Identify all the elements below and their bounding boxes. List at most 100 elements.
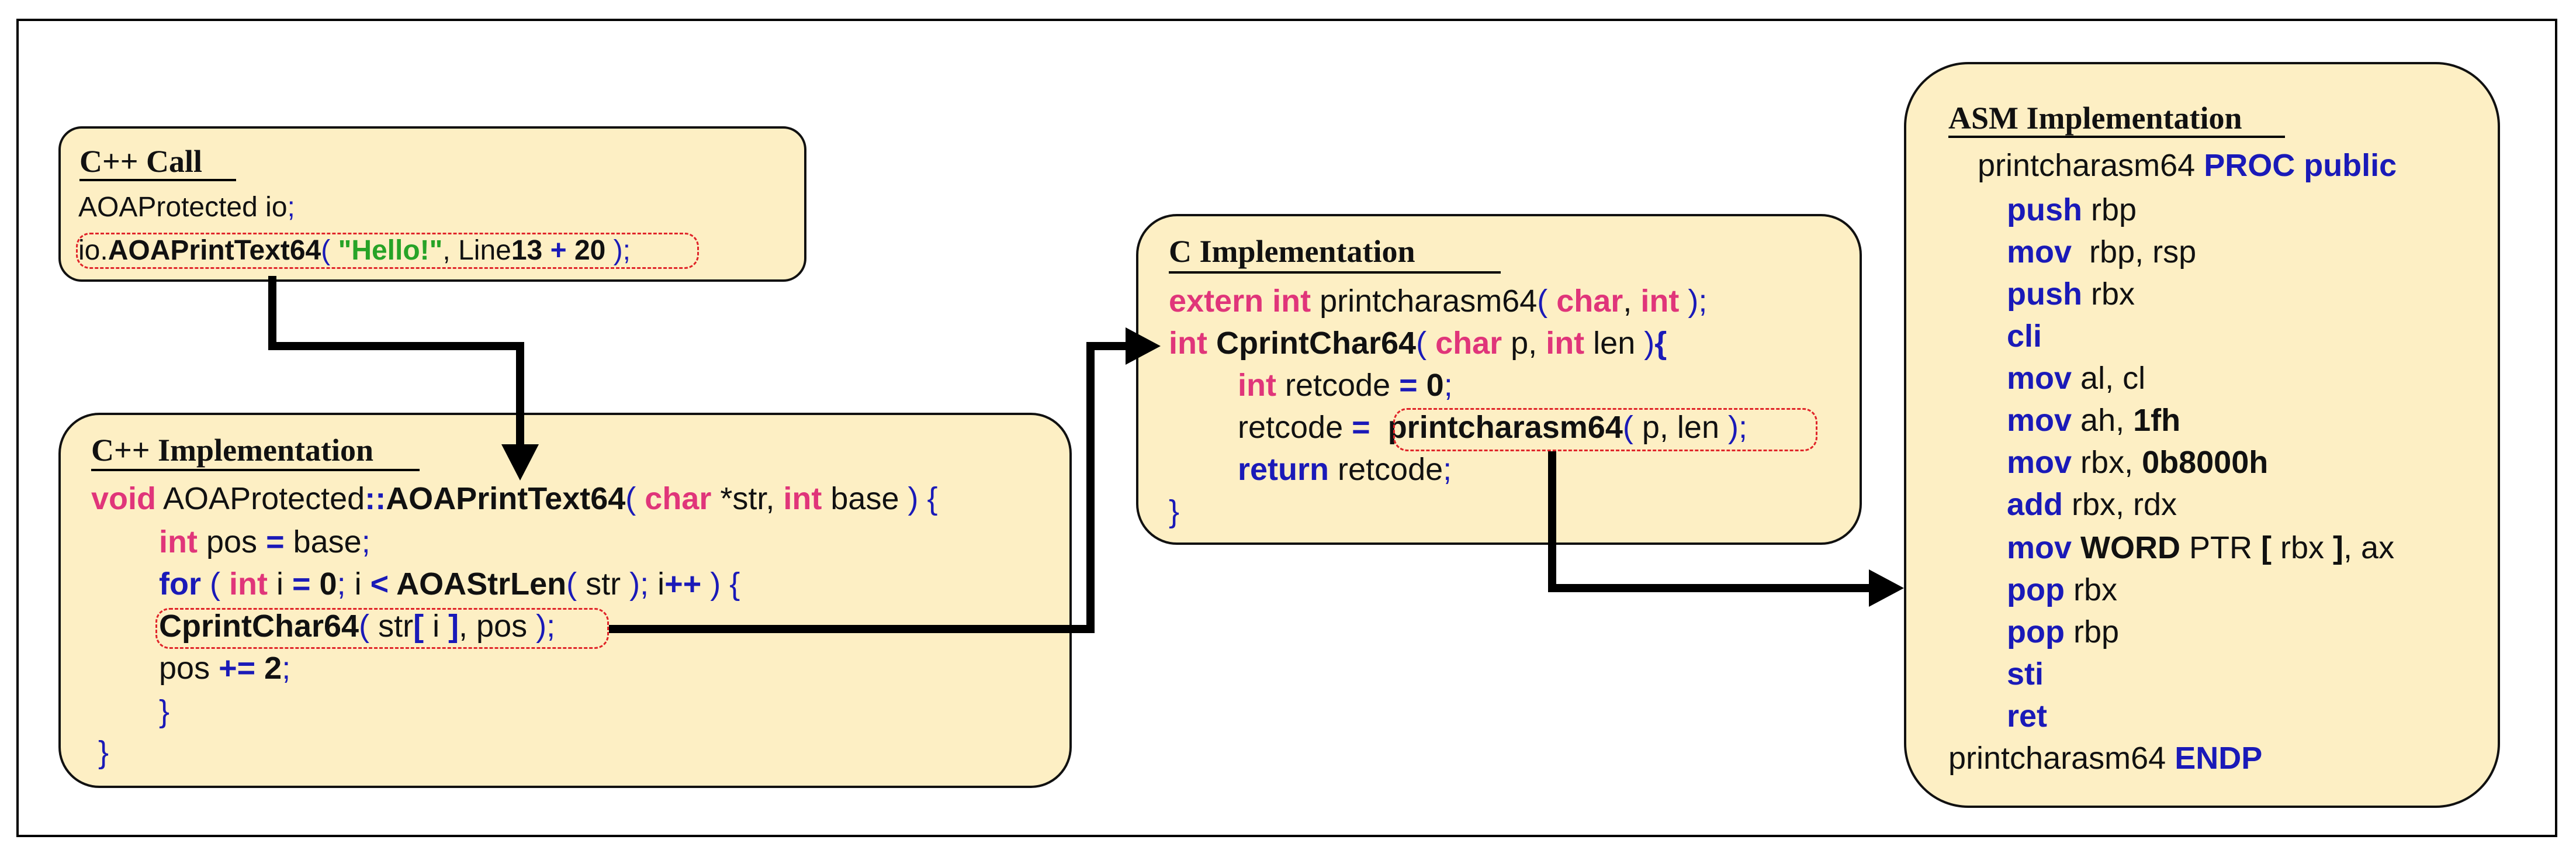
code-token: ; (287, 192, 295, 223)
asm-impl-title: ASM Implementation (1948, 101, 2242, 136)
code-token: CprintChar64 (159, 609, 359, 644)
code-token: < (370, 566, 389, 602)
cprintchar-call-highlight (155, 608, 609, 649)
code-token: rbx (2064, 572, 2117, 607)
cpp-call-title: C++ Call (79, 144, 203, 179)
cpp-impl-line: void AOAProtected::AOAPrintText64( char … (91, 481, 938, 517)
code-token: 0b8000h (2142, 445, 2269, 480)
asm-impl-line: push rbx (2007, 276, 2135, 312)
code-token: ; (337, 566, 346, 602)
code-token: ret (2007, 699, 2048, 734)
code-token: printcharasm64 (1978, 148, 2204, 183)
c-impl-line: extern int printcharasm64( char, int ); (1169, 283, 1707, 319)
code-token: } (159, 694, 170, 729)
code-token: AOAStrLen (389, 566, 567, 602)
code-token: int (783, 481, 822, 516)
code-token: AOAProtected io (78, 192, 288, 223)
code-token: str (586, 566, 630, 602)
code-token: "Hello!" (338, 235, 443, 266)
code-token: PROC public (2204, 148, 2397, 183)
code-token: ( (200, 566, 229, 602)
code-token: PTR (2180, 530, 2262, 565)
code-token: char (1556, 284, 1623, 319)
code-token: i (267, 566, 292, 602)
code-token: rbx (2082, 277, 2135, 312)
code-token: push (2007, 192, 2082, 227)
code-token: = (266, 524, 285, 559)
code-token: mov (2007, 530, 2072, 565)
code-token: int (1169, 326, 1207, 361)
code-token: 13 (511, 235, 543, 266)
code-token: ++ (664, 566, 702, 602)
code-token: { (1654, 326, 1667, 361)
asm-impl-line: printcharasm64 ENDP (1948, 740, 2262, 776)
cpp-impl-box (58, 413, 1072, 788)
code-token: i (432, 609, 449, 644)
cpp-impl-line: pos += 2; (159, 650, 290, 686)
code-token: rbx, rdx (2063, 487, 2177, 522)
code-token: int (1238, 368, 1276, 403)
code-token: rbp (2064, 614, 2120, 649)
code-token: return (1238, 452, 1329, 487)
asm-impl-line: mov al, cl (2007, 360, 2145, 396)
code-token: ); (605, 235, 631, 266)
code-token: , ax (2343, 530, 2395, 565)
code-token: printcharasm64 (1948, 741, 2175, 776)
code-token: ( (625, 481, 645, 516)
code-token: sti (2007, 656, 2044, 692)
code-token: ; (282, 651, 291, 686)
arrow-cpp-impl-to-c-impl (609, 327, 1161, 633)
code-token: rbp (2082, 192, 2137, 227)
code-token: int (1546, 326, 1585, 361)
code-token: pop (2007, 614, 2065, 649)
code-token: = (1352, 410, 1370, 445)
c-impl-line: return retcode; (1238, 451, 1452, 488)
asm-impl-line: mov rbp, rsp (2007, 234, 2196, 270)
code-token: ); (629, 566, 649, 602)
code-token: , Line (442, 235, 511, 266)
code-token: :: (365, 481, 386, 516)
asm-impl-line: mov ah, 1fh (2007, 402, 2180, 438)
code-token: ( (566, 566, 586, 602)
code-token: AOAPrintText64 (386, 481, 626, 516)
hello-call-highlight (76, 233, 699, 269)
code-token: mov (2007, 445, 2072, 480)
code-token: int (1640, 284, 1680, 319)
code-token: i (649, 566, 665, 602)
code-token: AOAProtected (156, 481, 365, 516)
code-token: str (378, 609, 414, 644)
code-token: ENDP (2175, 741, 2263, 776)
code-token: retcode (1238, 410, 1352, 445)
code-token: ( (1622, 410, 1642, 445)
asm-impl-box (1904, 62, 2500, 808)
cpp-impl-line: for ( int i = 0; i < AOAStrLen( str ); i… (159, 566, 740, 602)
code-token: ) { (908, 481, 938, 516)
code-token: 0 (1417, 368, 1444, 403)
code-token: rbx (2272, 530, 2333, 565)
code-token: ] (2333, 530, 2344, 565)
code-token: p, len (1642, 410, 1728, 445)
cpp-impl-title-underline (91, 469, 420, 471)
code-token: = (292, 566, 311, 602)
asm-impl-line: cli (2007, 318, 2042, 354)
cpp-impl-title: C++ Implementation (91, 433, 374, 468)
arrow-call-to-cpp-impl (268, 276, 539, 481)
asm-impl-line: sti (2007, 656, 2044, 692)
code-token: rbx, (2072, 445, 2142, 480)
code-token: void (91, 481, 157, 516)
code-token: printcharasm64 (1387, 410, 1623, 445)
asm-impl-line: mov rbx, 0b8000h (2007, 444, 2268, 481)
code-token: CprintChar64 (1207, 326, 1417, 361)
cpp-impl-line: } (159, 693, 169, 730)
code-token: for (159, 566, 201, 602)
code-token: ] (448, 609, 459, 644)
code-token: 20 (574, 235, 606, 266)
code-token: mov (2007, 361, 2072, 396)
code-token: base (284, 524, 362, 559)
code-token: ( (321, 235, 338, 266)
code-token: } (1169, 494, 1180, 529)
code-token: retcode (1329, 452, 1443, 487)
asm-impl-line: printcharasm64 PROC public (1978, 147, 2397, 184)
code-token: ); (1679, 284, 1708, 319)
